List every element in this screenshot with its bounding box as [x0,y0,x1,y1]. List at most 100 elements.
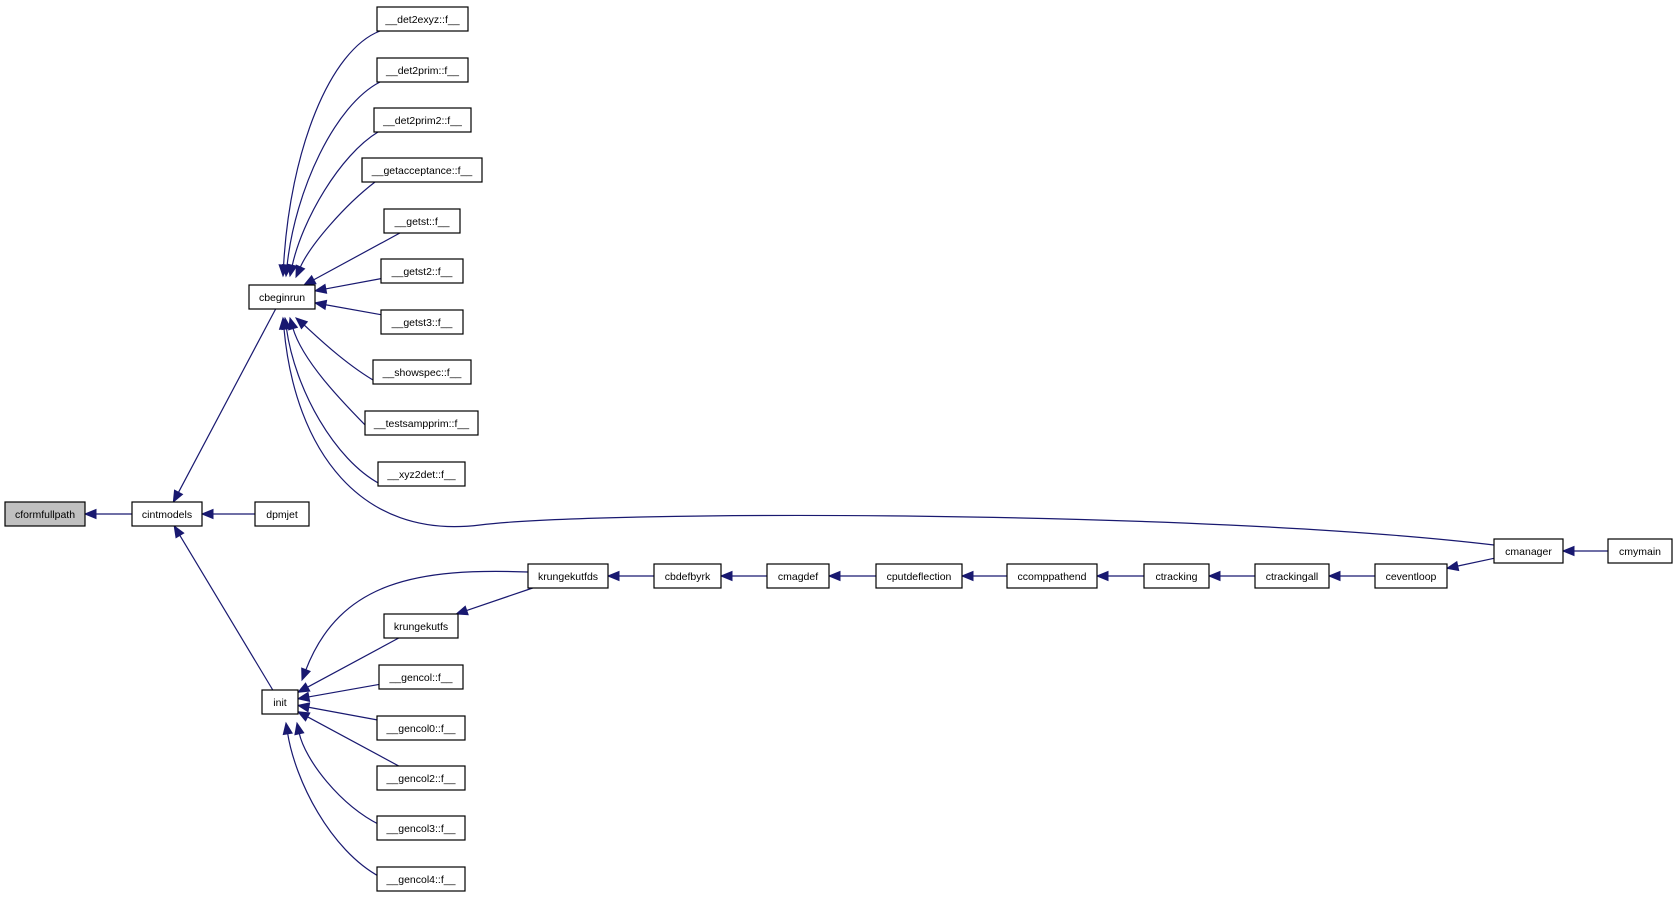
node-cmanager[interactable]: cmanager [1493,538,1564,564]
edge-ctracking-to-ccomppathend [1095,570,1144,582]
node-ccomppathend[interactable]: ccomppathend [1006,563,1098,589]
edge-line [283,327,1495,546]
node-label: ccomppathend [1018,571,1087,583]
node-box[interactable] [1607,538,1673,564]
node-cbdefbyrk[interactable]: cbdefbyrk [653,563,722,589]
node-box[interactable] [4,501,86,527]
edge-getst-to-cbeginrun [302,232,401,286]
node-cputdeflection[interactable]: cputdeflection [875,563,963,589]
node-gencol3[interactable]: __gencol3::f__ [376,815,466,841]
node-box[interactable] [377,461,466,487]
edge-init-to-cintmodels [173,524,274,691]
node-getst[interactable]: __getst::f__ [383,208,461,234]
node-box[interactable] [1006,563,1098,589]
node-box[interactable] [766,563,830,589]
node-krungekutfs[interactable]: krungekutfs [383,613,459,639]
node-box[interactable] [261,689,299,715]
node-box[interactable] [653,563,722,589]
edge-line [299,181,376,269]
node-box[interactable] [380,309,464,335]
edge-cbdefbyrk-to-krungekutfds [606,570,654,582]
edge-dpmjet-to-cintmodels [200,508,255,520]
node-box[interactable] [376,815,466,841]
node-gencol4[interactable]: __gencol4::f__ [376,866,466,892]
node-box[interactable] [527,563,609,589]
node-getst3[interactable]: __getst3::f__ [380,309,464,335]
node-gencol0[interactable]: __gencol0::f__ [376,715,466,741]
edge-ctrackingall-to-ctracking [1207,570,1255,582]
node-testsampprim[interactable]: __testsampprim::f__ [364,410,479,436]
arrowhead-icon [301,667,311,682]
node-ceventloop[interactable]: ceventloop [1374,563,1448,589]
node-box[interactable] [376,765,466,791]
edge-cbeginrun-to-cintmodels [172,308,277,504]
edge-cmanager-to-cbeginrun [278,316,1495,546]
edge-line [324,304,382,316]
node-box[interactable] [1254,563,1330,589]
node-showspec[interactable]: __showspec::f__ [372,359,472,385]
node-box[interactable] [254,501,310,527]
node-init[interactable]: init [261,689,299,715]
node-box[interactable] [1493,538,1564,564]
node-gencol[interactable]: __gencol::f__ [378,664,464,690]
graph-nodes: cformfullpath cintmodels dpmjet cbeginrun in… [4,6,1673,892]
node-box[interactable] [131,501,203,527]
edge-getst2-to-cbeginrun [313,278,382,294]
node-cmagdef[interactable]: cmagdef [766,563,830,589]
node-box[interactable] [248,284,316,310]
node-label: init [273,697,287,709]
node-box[interactable] [383,208,461,234]
node-krungekutfds[interactable]: krungekutfds [527,563,609,589]
node-xyz2det[interactable]: __xyz2det::f__ [377,461,466,487]
edge-line [304,570,529,671]
node-label: cintmodels [142,509,192,521]
node-box[interactable] [875,563,963,589]
arrowhead-icon [960,570,974,582]
node-cintmodels[interactable]: cintmodels [131,501,203,527]
node-box[interactable] [383,613,459,639]
node-getst2[interactable]: __getst2::f__ [380,258,464,284]
node-box[interactable] [376,866,466,892]
edge-testsampprim-to-cbeginrun [288,316,376,436]
edge-line [1456,557,1495,567]
node-ctracking[interactable]: ctracking [1143,563,1210,589]
node-det2prim[interactable]: __det2prim::f__ [376,57,469,83]
node-det2prim2[interactable]: __det2prim2::f__ [373,107,472,133]
node-box[interactable] [1374,563,1448,589]
node-label: __getst::f__ [394,216,450,228]
node-box[interactable] [372,359,472,385]
arrowhead-icon [296,682,311,693]
node-box[interactable] [364,410,479,436]
edge-line [282,30,381,267]
node-box[interactable] [378,664,464,690]
arrowhead-icon [278,316,290,330]
node-label: ctrackingall [1266,571,1319,583]
node-label: __det2prim::f__ [385,65,459,77]
node-label: __det2prim2::f__ [382,115,462,127]
edge-krungekutfds-to-init [301,570,529,682]
edge-cmanager-to-ceventloop [1445,557,1495,572]
node-label: cmagdef [778,571,818,583]
node-box[interactable] [376,6,469,32]
node-ctrackingall[interactable]: ctrackingall [1254,563,1330,589]
node-dpmjet[interactable]: dpmjet [254,501,310,527]
edge-gencol2-to-init [296,711,400,767]
node-cmymain[interactable]: cmymain [1607,538,1673,564]
node-box[interactable] [1143,563,1210,589]
arrowhead-icon [606,570,620,582]
node-getacceptance[interactable]: __getacceptance::f__ [361,157,483,183]
node-label: __getst2::f__ [391,266,453,278]
arrowhead-icon [282,721,293,736]
node-gencol2[interactable]: __gencol2::f__ [376,765,466,791]
node-label: __gencol0::f__ [386,723,456,735]
node-box[interactable] [376,57,469,83]
arrowhead-icon [455,605,469,616]
node-label: __gencol2::f__ [386,773,456,785]
node-box[interactable] [373,107,472,133]
node-box[interactable] [361,157,483,183]
node-cformfullpath[interactable]: cformfullpath [4,501,86,527]
node-det2exyz[interactable]: __det2exyz::f__ [376,6,469,32]
node-box[interactable] [376,715,466,741]
node-cbeginrun[interactable]: cbeginrun [248,284,316,310]
node-box[interactable] [380,258,464,284]
